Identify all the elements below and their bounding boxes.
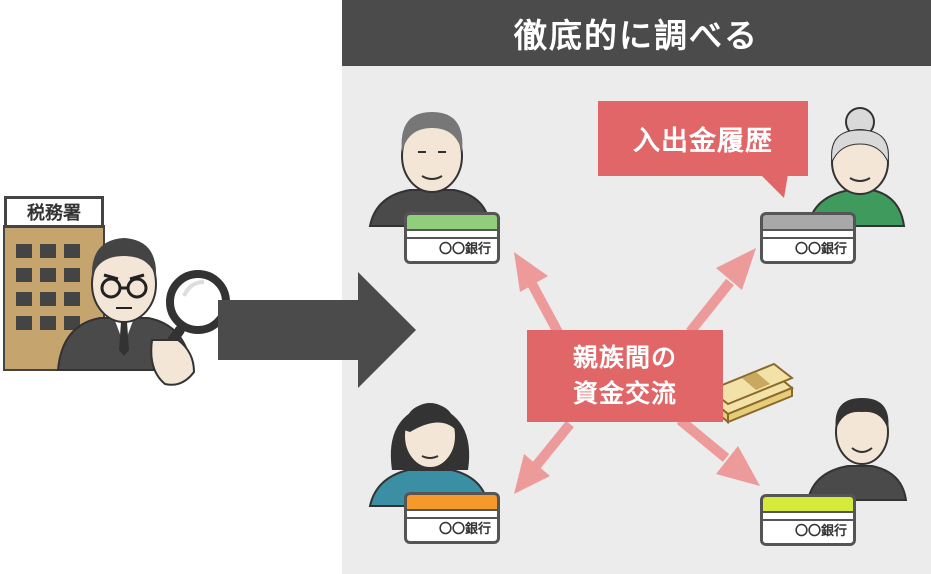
arrow-to-bottom-right-icon bbox=[676, 416, 760, 486]
history-callout: 入出金履歴 bbox=[598, 101, 808, 176]
bankbook-stripe bbox=[763, 497, 853, 511]
fund-flow-callout: 親族間の 資金交流 bbox=[527, 330, 723, 422]
fund-flow-line2: 資金交流 bbox=[572, 379, 677, 408]
bankbook-stripe bbox=[407, 495, 497, 509]
arrow-to-top-left-icon bbox=[514, 252, 565, 339]
tax-office-label: 税務署 bbox=[4, 196, 104, 228]
big-right-arrow-icon bbox=[218, 272, 416, 388]
bankbook-band bbox=[407, 229, 497, 239]
bankbook-stripe bbox=[407, 215, 497, 229]
bankbook-band bbox=[763, 511, 853, 521]
flow-arrows bbox=[514, 248, 760, 494]
bankbook-orange: 〇〇銀行 bbox=[404, 492, 500, 544]
arrow-to-bottom-left-icon bbox=[514, 420, 574, 494]
bankbook-band bbox=[763, 229, 853, 239]
bankbook-gray: 〇〇銀行 bbox=[760, 212, 856, 264]
arrow-to-top-right-icon bbox=[686, 248, 756, 336]
bankbook-green: 〇〇銀行 bbox=[404, 212, 500, 264]
page-title: 徹底的に調べる bbox=[342, 0, 931, 66]
bankbook-stripe bbox=[763, 215, 853, 229]
callout-tail-icon bbox=[760, 174, 788, 198]
young-man-icon bbox=[806, 398, 908, 501]
bankbook-label: 〇〇銀行 bbox=[407, 519, 497, 541]
bankbook-band bbox=[407, 509, 497, 519]
bankbook-yellow: 〇〇銀行 bbox=[760, 494, 856, 546]
young-woman-icon bbox=[368, 403, 490, 507]
bankbook-label: 〇〇銀行 bbox=[763, 239, 853, 261]
fund-flow-line1: 親族間の bbox=[572, 343, 677, 372]
elderly-woman-icon bbox=[806, 107, 906, 227]
bankbook-label: 〇〇銀行 bbox=[407, 239, 497, 261]
bankbook-label: 〇〇銀行 bbox=[763, 521, 853, 543]
elderly-man-icon bbox=[368, 112, 492, 227]
